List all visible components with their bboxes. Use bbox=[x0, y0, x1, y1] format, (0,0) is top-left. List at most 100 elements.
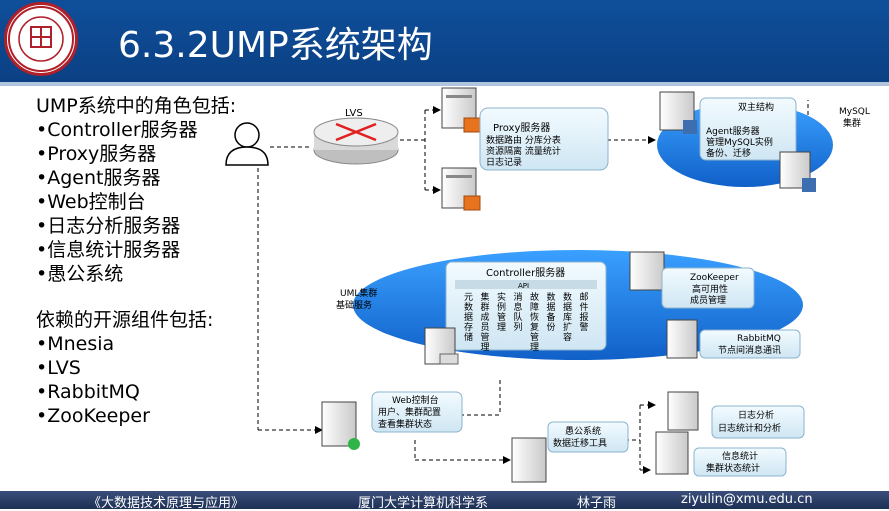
zookeeper-server-icon bbox=[629, 251, 665, 291]
controller-function-char: 障 bbox=[530, 301, 539, 313]
lvs-label: LVS bbox=[345, 108, 363, 119]
deps-heading: 依赖的开源组件包括: bbox=[36, 309, 214, 331]
yugong-box bbox=[547, 421, 629, 453]
university-seal-logo bbox=[4, 2, 78, 76]
zookeeper-line: 成员管理 bbox=[690, 294, 726, 306]
uml-label: UML集群 bbox=[340, 287, 377, 299]
proxy-line: 日志记录 bbox=[486, 156, 522, 168]
controller-function-char: 据 bbox=[563, 301, 572, 313]
controller-function-char: 集 bbox=[481, 291, 490, 303]
stats-server-icon bbox=[655, 431, 689, 475]
controller-function-char: 员 bbox=[481, 322, 490, 333]
controller-function-char: 实 bbox=[497, 291, 506, 303]
role-item: •Proxy服务器 bbox=[36, 143, 157, 165]
controller-function-char: 列 bbox=[514, 321, 523, 333]
page-title: 6.3.2UMP系统架构 bbox=[118, 25, 433, 66]
role-item: •Agent服务器 bbox=[36, 167, 161, 189]
proxy-server-icon bbox=[441, 87, 481, 133]
role-item: •Controller服务器 bbox=[36, 119, 198, 141]
controller-function-char: 容 bbox=[563, 331, 572, 343]
footer-book: 《大数据技术原理与应用》 bbox=[88, 496, 245, 511]
controller-function-char: 数 bbox=[464, 301, 473, 313]
controller-function-char: 邮 bbox=[580, 291, 589, 303]
controller-function-char: 理 bbox=[481, 342, 490, 353]
slide-header bbox=[0, 0, 889, 86]
web-line: 用户、集群配置 bbox=[378, 406, 441, 418]
mysql-cluster-ellipse bbox=[657, 103, 833, 187]
dep-item: •Mnesia bbox=[36, 333, 115, 355]
agent-box bbox=[699, 97, 797, 161]
controller-function-char: 理 bbox=[530, 342, 539, 353]
controller-function-char: 管 bbox=[481, 331, 490, 343]
footer-author: 林子雨 bbox=[577, 496, 617, 511]
proxy-box bbox=[479, 107, 609, 171]
role-item: •信息统计服务器 bbox=[36, 239, 181, 261]
stats-line: 信息统计 bbox=[722, 450, 758, 462]
footer-email: ziyulin@xmu.edu.cn bbox=[681, 492, 813, 507]
log-server-icon bbox=[667, 391, 699, 431]
controller-function-char: 备 bbox=[547, 311, 556, 323]
controller-cluster-ellipse bbox=[353, 250, 803, 360]
dep-item: •RabbitMQ bbox=[36, 381, 140, 403]
controller-function-char: 恢 bbox=[530, 311, 539, 323]
controller-function-char: 库 bbox=[563, 311, 572, 323]
controller-function-char: 储 bbox=[464, 331, 473, 343]
controller-function-char: 扩 bbox=[563, 321, 572, 333]
controller-function-char: 复 bbox=[530, 321, 539, 333]
api-label: API bbox=[518, 282, 529, 290]
controller-function-char: 数 bbox=[563, 291, 572, 303]
controller-function-char: 队 bbox=[514, 311, 523, 323]
stats-line: 集群状态统计 bbox=[706, 462, 760, 474]
log-line: 日志分析 bbox=[738, 409, 774, 421]
controller-server-icon bbox=[424, 327, 459, 365]
controller-title: Controller服务器 bbox=[486, 266, 565, 279]
controller-function-char: 管 bbox=[497, 311, 506, 323]
roles-heading: UMP系统中的角色包括: bbox=[36, 95, 237, 117]
rabbitmq-server-icon bbox=[666, 319, 698, 359]
proxy-title: Proxy服务器 bbox=[493, 121, 550, 134]
rabbitmq-line: 节点间消息通讯 bbox=[718, 344, 781, 356]
controller-function-char: 元 bbox=[464, 293, 473, 303]
role-item: •Web控制台 bbox=[36, 191, 146, 213]
header-divider bbox=[0, 82, 889, 86]
proxy-line: 数据路由 分库分表 bbox=[486, 134, 561, 146]
controller-function-char: 据 bbox=[547, 301, 556, 313]
proxy-line: 资源隔离 流量统计 bbox=[486, 145, 561, 157]
controller-function-char: 息 bbox=[514, 301, 523, 313]
yugong-server-icon bbox=[511, 437, 547, 483]
proxy-server-icon bbox=[441, 167, 481, 211]
web-server-icon bbox=[321, 401, 360, 450]
connector-lines bbox=[257, 100, 809, 474]
rabbitmq-box bbox=[699, 329, 801, 359]
master-slave-label: 双主结构 bbox=[738, 101, 774, 113]
controller-function-char: 管 bbox=[530, 331, 539, 343]
yugong-line: 数据迁移工具 bbox=[553, 437, 607, 449]
controller-function-char: 故 bbox=[530, 291, 539, 303]
log-box bbox=[711, 405, 805, 439]
footer-dept: 厦门大学计算机科学系 bbox=[358, 496, 489, 511]
controller-function-char: 例 bbox=[497, 301, 506, 313]
agent-line: 管理MySQL实例 bbox=[706, 136, 773, 148]
controller-box bbox=[445, 261, 607, 351]
zookeeper-title: ZooKeeper bbox=[690, 273, 739, 283]
web-line: 查看集群状态 bbox=[378, 418, 432, 430]
mysql-server-icon bbox=[779, 151, 816, 192]
controller-function-char: 件 bbox=[580, 301, 589, 313]
dep-item: •LVS bbox=[36, 357, 81, 379]
controller-function-char: 警 bbox=[580, 321, 589, 333]
rabbitmq-title: RabbitMQ bbox=[737, 334, 781, 344]
controller-function-char: 数 bbox=[547, 291, 556, 303]
zookeeper-line: 高可用性 bbox=[692, 283, 728, 295]
web-console-box bbox=[371, 391, 463, 433]
role-item: •愚公系统 bbox=[36, 263, 124, 285]
controller-function-char: 据 bbox=[464, 311, 473, 323]
controller-function-char: 成 bbox=[481, 311, 490, 323]
role-item: •日志分析服务器 bbox=[36, 215, 181, 237]
controller-function-char: 存 bbox=[464, 321, 473, 333]
roles-text-block: UMP系统中的角色包括: •Controller服务器 •Proxy服务器 •A… bbox=[36, 94, 236, 428]
mysql-label: MySQL bbox=[839, 107, 870, 117]
log-line: 日志统计和分析 bbox=[718, 422, 781, 434]
yugong-line: 愚公系统 bbox=[565, 425, 601, 437]
api-bar bbox=[455, 280, 597, 289]
